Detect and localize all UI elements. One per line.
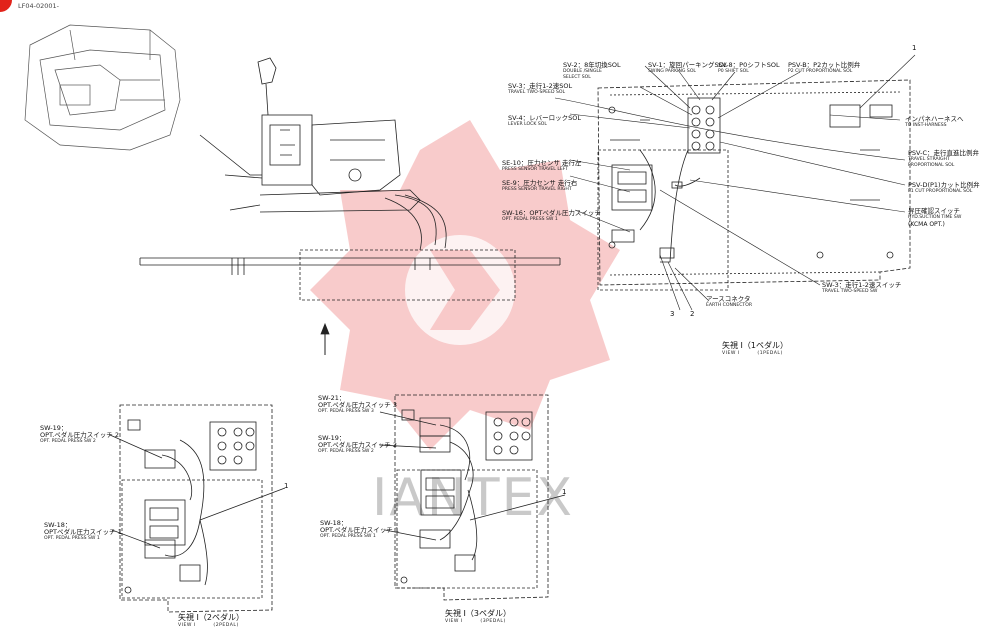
cab-sketch <box>24 24 181 151</box>
sv3-label: SV-3：走行1-2速SOL TRAVEL TWO-SPEED SOL <box>508 82 573 96</box>
inpane-label: インパネハーネスへ TO INST-HARNESS <box>905 115 964 129</box>
view2-floor-plate <box>109 404 286 613</box>
callout-3: 3 <box>670 310 675 318</box>
kcma-label: 昇圧確認スイッチ HYD.SUCTION TIME SW (KCMA OPT.) <box>908 207 962 228</box>
se9-label: SE-9：圧力センサ 走行右 PRESS SENSOR TRAVEL RIGHT <box>502 179 578 193</box>
view3-callout-1: 1 <box>562 488 567 496</box>
view1-title: 矢視 Ⅰ（1ペダル） VIEW I (1PEDAL) <box>722 341 788 356</box>
callout-2: 2 <box>690 310 695 318</box>
sv8-label: SV-8：P0シフトSOL P0 SHIFT SOL <box>718 61 780 75</box>
view2-callout-1: 1 <box>284 482 289 490</box>
view1-floor-plate <box>597 79 911 291</box>
psvb-label: PSV-B：P2カット比例弁 P2 CUT PROPORTIONAL SOL <box>788 61 861 75</box>
view3-sw21-label: SW-21： OPT.ペダル圧力スイッチ 3 OPT. PEDAL PRESS … <box>318 394 398 415</box>
corner-mark-icon <box>0 0 12 12</box>
view2-title: 矢視 Ⅰ（2ペダル） VIEW I (2PEDAL) <box>178 613 244 628</box>
psvd-label: PSV-D(P1)カット比例弁 P1 CUT PROPORTIONAL SOL <box>908 181 980 195</box>
psvc-label: PSV-C：走行直進比例弁 TRAVEL STRAIGHT PROPORTION… <box>908 149 979 168</box>
view3-sw18-label: SW-18： OPT.ペダル圧力スイッチ 1 OPT. PEDAL PRESS … <box>320 519 400 540</box>
watermark-text: IANTEX <box>372 468 575 528</box>
view2-sw19-label: SW-19： OPT.ペダル圧力スイッチ 2 OPT. PEDAL PRESS … <box>40 424 120 445</box>
view1-leaders <box>554 54 916 311</box>
sv2-label: SV-2：8年切換SOL DOUBLE /SINGLE SELECT SOL <box>563 61 621 80</box>
doc-number: LF04-02001- <box>18 2 59 10</box>
view3-sw19-label: SW-19： OPT.ペダル圧力スイッチ 2 OPT. PEDAL PRESS … <box>318 434 398 455</box>
earth-label: アースコネクタ EARTH CONNECTOR <box>706 295 753 309</box>
sw16-label: SW-16：OPTペダル圧力スイッチ OPT. PEDAL PRESS SW 1 <box>502 209 601 223</box>
sv1-label: SV-1：旋回パーキングSOL SWING PARKING SOL <box>648 61 728 75</box>
se10-label: SE-10：圧力センサ 走行左 PRESS SENSOR TRAVEL LEFT <box>502 159 582 173</box>
view3-title: 矢視 Ⅰ（3ペダル） VIEW I (3PEDAL) <box>445 609 511 624</box>
callout-1: 1 <box>912 44 917 52</box>
view2-sw18-label: SW-18： OPTペダル圧力スイッチ 1 OPT. PEDAL PRESS S… <box>44 521 122 542</box>
control-valve-sketch <box>139 57 561 355</box>
sw3-label: SW-3：走行1-2速スイッチ TRAVEL TWO-SPEED SW <box>822 281 902 295</box>
sv4-label: SV-4：レバーロックSOL LEVER LOCK SOL <box>508 114 582 128</box>
view3-floor-plate <box>379 394 566 601</box>
